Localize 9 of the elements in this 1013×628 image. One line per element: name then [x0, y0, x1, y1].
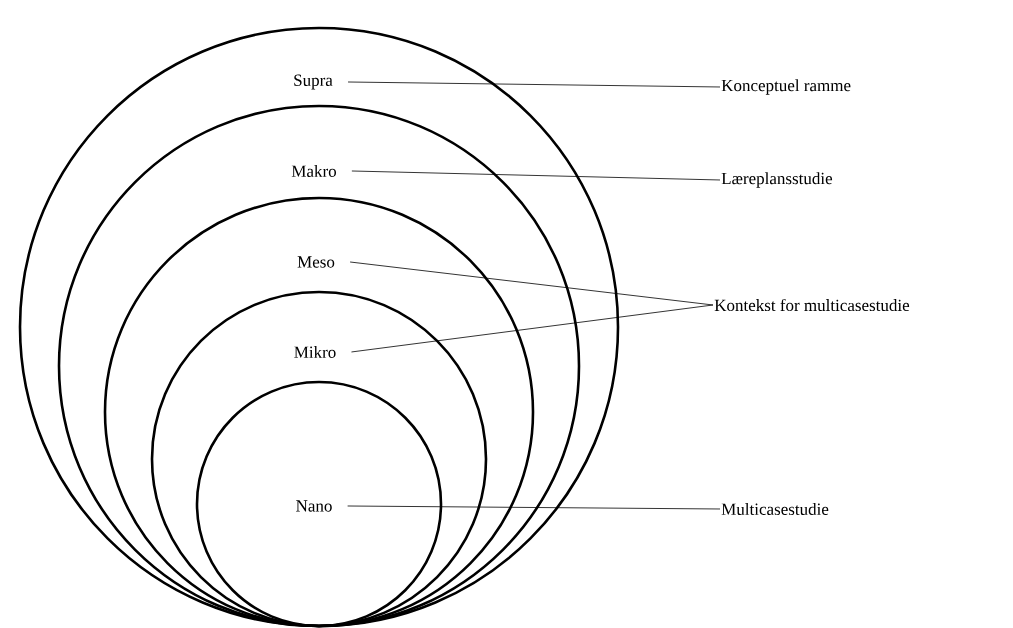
leader-line	[347, 505, 721, 510]
leader-line	[351, 304, 714, 353]
level-label: Kontekst for multicasestudie	[714, 298, 910, 312]
level-label: Multicasestudie	[721, 503, 829, 515]
leader-line	[349, 261, 714, 306]
level-label: Konceptuel ramme	[721, 79, 851, 95]
leader-line	[351, 170, 721, 181]
leader-line	[347, 81, 721, 88]
level-label: Læreplansstudie	[721, 172, 833, 188]
